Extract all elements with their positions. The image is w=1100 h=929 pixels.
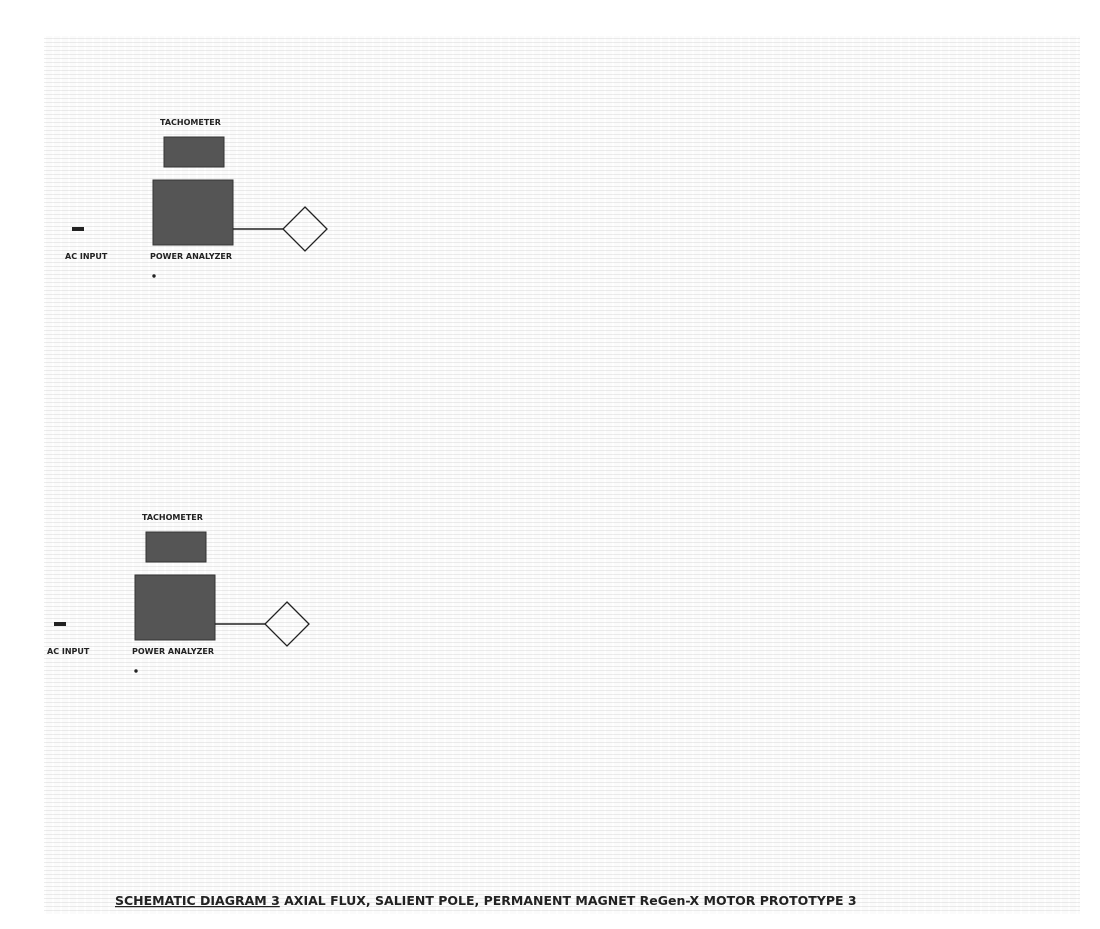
power-analyzer-label: POWER ANALYZER: [150, 252, 232, 261]
power-analyzer: [152, 179, 234, 246]
ac-input-label: AC INPUT: [65, 252, 108, 261]
caption: SCHEMATIC DIAGRAM 3 AXIAL FLUX, SALIENT …: [115, 893, 857, 908]
generator-mode-panel: TACHOMETER POWER ANALYZER VOLTAGE V CURR…: [47, 513, 310, 673]
tachometer: [163, 136, 225, 168]
bridge-rectifier: [264, 601, 310, 647]
ac-plug-icon: [54, 622, 66, 626]
caption-rest: AXIAL FLUX, SALIENT POLE, PERMANENT MAGN…: [280, 893, 857, 908]
motor-mode-panel: TACHOMETER POWER ANALYZER VOLTAGE V CURR…: [65, 118, 328, 278]
tachometer-label: TACHOMETER: [142, 513, 203, 522]
measurement-list: VOLTAGE V CURRENT A POWER FACTOR POWER W: [152, 274, 156, 278]
bridge-rectifier: [282, 206, 328, 252]
power-analyzer: [134, 574, 216, 641]
caption-underlined: SCHEMATIC DIAGRAM 3: [115, 893, 280, 908]
ac-plug-icon: [72, 227, 84, 231]
power-analyzer-label: POWER ANALYZER: [132, 647, 214, 656]
tachometer: [145, 531, 207, 563]
tachometer-label: TACHOMETER: [160, 118, 221, 127]
measurement-list: VOLTAGE V CURRENT A POWER FACTOR POWER W: [134, 669, 138, 673]
ac-input-label: AC INPUT: [47, 647, 90, 656]
